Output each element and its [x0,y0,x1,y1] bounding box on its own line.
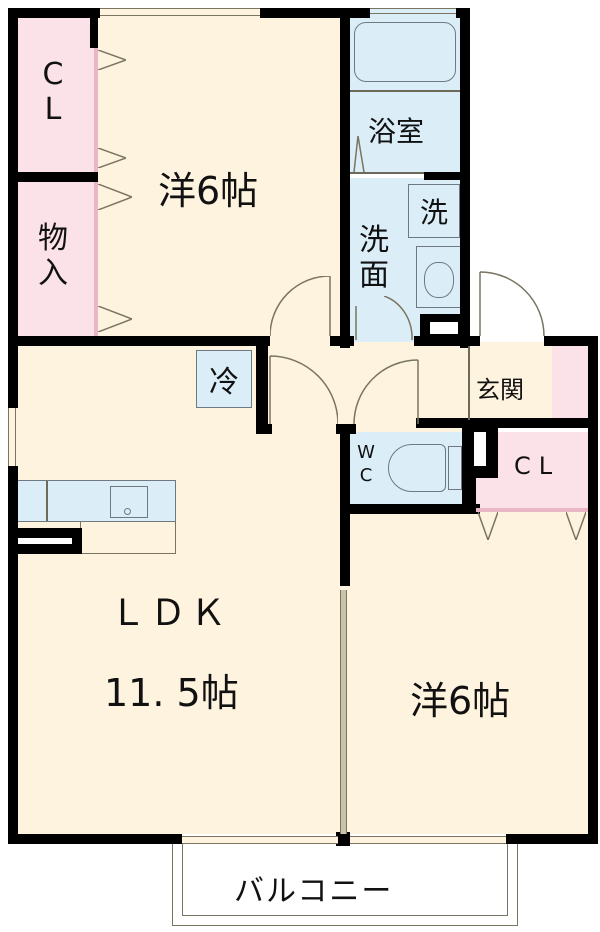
refrigerator-icon: 冷 [196,350,252,408]
hall-bottom-wall-a [256,424,272,434]
outer-wall-top-mid [260,8,370,18]
kitchen-stub-gap [18,538,72,544]
bedroom-door[interactable] [269,275,332,337]
ldk-size-label: 11. 5帖 [104,671,239,715]
washroom-door[interactable] [354,295,414,341]
window-ldk-left[interactable] [8,408,16,466]
entrance-step-line [468,346,470,420]
toilet-char-w: W [357,442,375,463]
storage-char-2: 入 [38,255,68,291]
western-room-top [92,12,342,342]
bedroom-bottom-wall [8,336,270,346]
entrance [472,342,552,422]
window-balcony-left[interactable] [182,836,338,844]
closet-top-label: C L [28,57,78,127]
washing-machine-label: 洗 [419,196,448,229]
bath-door-track [350,172,424,174]
hall-bottom-wall-c [416,418,598,428]
bathroom [346,12,464,172]
bottom-pillar [336,832,350,846]
bathtub-icon [354,22,456,82]
bath-wash-wall [424,172,464,180]
closet-right-door-icon [477,511,499,543]
wc-door[interactable] [352,358,420,425]
closet-top-char-c: C [42,57,64,92]
drain-icon [124,508,131,515]
entrance-label: 玄関 [476,376,524,404]
counter-divider [46,481,48,521]
balcony-label: バルコニー [234,874,394,909]
western-room-bottom-label: 洋6帖 [410,679,511,723]
wc-bottom-wall [340,504,480,514]
counter-base [80,522,176,554]
ldk-label: ＬＤＫ [110,593,231,634]
closet-top-char-l: L [44,91,62,127]
ldk-door[interactable] [268,354,339,425]
bath-door-icon[interactable] [352,135,366,173]
storage-char-1: 物 [38,221,68,256]
outer-wall-top-left [8,8,100,18]
wash-corner-gap [430,322,458,334]
bath-right-wall [460,8,470,348]
wc-pillar-gap [474,432,486,466]
outer-wall-left-lower [8,466,18,844]
window-top-bedroom[interactable] [100,8,260,16]
bathtub-ledge [348,90,462,92]
closet-right-label: CL [514,452,561,480]
kitchen-counter [14,480,176,522]
outer-wall-bottom-left [8,834,182,844]
bathroom-label: 浴室 [368,115,425,148]
storage-door-icon [97,183,135,211]
front-door[interactable] [478,270,548,337]
washroom-char-2: 面 [359,257,389,293]
closet-right-door-icon [565,511,587,543]
storage-door-icon [97,305,135,333]
closet-top [14,12,94,174]
toilet-bowl-icon [388,444,446,492]
bedroom-bath-wall [340,8,350,348]
closet-door-icon [97,147,129,169]
closet-door-track-top[interactable] [94,48,98,172]
outer-wall-bottom-right [506,834,598,844]
washroom-char-1: 洗 [359,223,389,258]
closet-door-icon [97,49,129,71]
closet-mid-wall [14,172,98,182]
toilet-char-c: C [359,464,373,486]
hallway [262,342,472,432]
outer-wall-right [588,336,598,844]
western-room-bottom [346,508,588,834]
entrance-shoe-closet [552,342,588,422]
hall-left-wall [256,342,268,432]
basin-bowl-icon [424,262,454,298]
entrance-top-wall [544,336,598,346]
toilet-label: W C [354,442,378,487]
window-bath[interactable] [370,8,456,14]
sink-icon [110,486,148,518]
window-balcony-right[interactable] [350,836,506,844]
outer-wall-left [8,8,18,408]
closet-right-door-track[interactable] [476,508,588,512]
closet-divider-wall [90,8,98,48]
closet-door-track-bottom[interactable] [94,182,98,336]
western-room-top-label: 洋6帖 [158,169,259,213]
wash-bottom-wall-a [330,336,354,346]
storage-closet [14,178,94,338]
toilet-tank-icon [448,446,462,490]
balcony-inner [182,840,508,916]
refrigerator-label: 冷 [209,365,239,400]
washing-machine-icon: 洗 [408,184,460,238]
washroom-label: 洗 面 [352,223,396,293]
storage-label: 物 入 [28,221,78,291]
sliding-partition[interactable] [340,590,347,834]
